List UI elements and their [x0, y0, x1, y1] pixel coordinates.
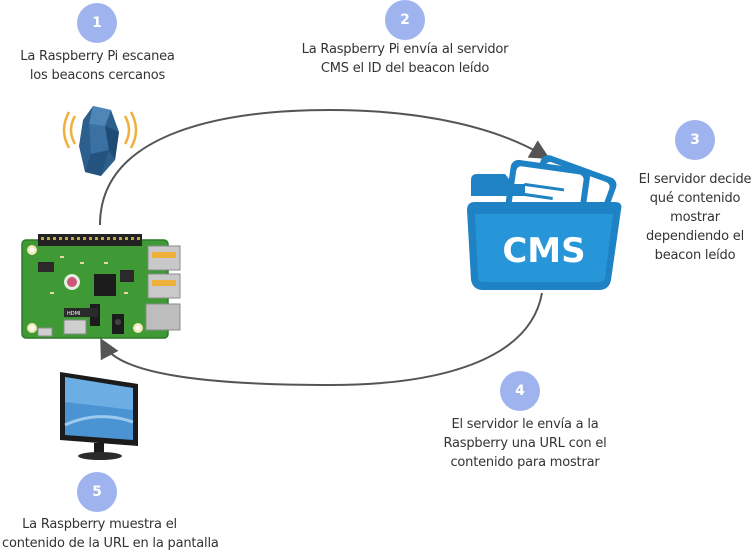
raspberry-pi-board-icon: HDMI [21, 234, 181, 339]
step-3-text: El servidor decide qué contenido mostrar… [636, 170, 754, 265]
step-4-badge: 4 [500, 371, 540, 411]
step-1-line-2: los beacons cercanos [29, 68, 166, 83]
step-5-text: La Raspberry muestra el contenido de la … [2, 515, 219, 553]
arrow-pi-to-cms [99, 108, 550, 226]
arrow-cms-to-pi [100, 292, 543, 387]
monitor-icon [60, 372, 138, 460]
step-3-line-3: mostrar [670, 210, 720, 225]
step-2-text: La Raspberry Pi envía al servidor CMS el… [300, 40, 510, 78]
step-2-line-2: CMS el ID del beacon leído [320, 61, 490, 76]
step-4-line-2: Raspberry una URL con el [443, 436, 607, 451]
step-4-line-1: El servidor le envía a la [451, 417, 599, 432]
step-2-line-1: La Raspberry Pi envía al servidor [301, 42, 509, 57]
step-3-line-1: El servidor decide [638, 172, 752, 187]
step-1-line-1: La Raspberry Pi escanea [20, 49, 175, 64]
step-3-line-2: qué contenido [649, 191, 741, 206]
step-4-line-3: contenido para mostrar [450, 455, 600, 470]
step-4-text: El servidor le envía a la Raspberry una … [440, 415, 610, 472]
step-3-line-4: dependiendo el [646, 229, 744, 244]
step-2-badge: 2 [385, 0, 425, 40]
board-hdmi-label: HDMI [67, 311, 80, 317]
step-5-line-1: La Raspberry muestra el [22, 517, 177, 532]
step-5-badge: 5 [77, 472, 117, 512]
beacon-icon [62, 106, 138, 176]
step-3-badge: 3 [675, 120, 715, 160]
cms-folder-icon: CMS [467, 155, 622, 290]
step-3-line-5: beacon leído [654, 248, 736, 263]
cms-label: CMS [502, 231, 585, 271]
step-5-line-2: contenido de la URL en la pantalla [2, 536, 219, 551]
step-1-badge: 1 [77, 3, 117, 43]
step-1-text: La Raspberry Pi escanea los beacons cerc… [20, 47, 175, 85]
